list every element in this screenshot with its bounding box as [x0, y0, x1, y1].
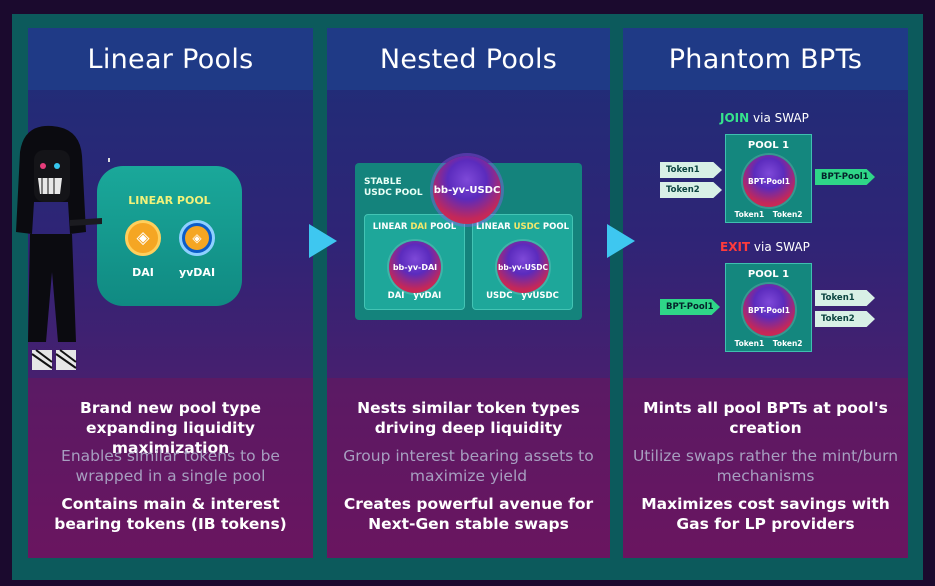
join-token1-tag: Token1 — [660, 162, 722, 178]
dai-pool-title-hl: DAI — [410, 222, 428, 232]
linear-pools-title: Linear Pools — [28, 28, 313, 90]
stable-label-line1: STABLE — [364, 177, 402, 187]
phantom-bpts-title: Phantom BPTs — [623, 28, 908, 90]
usdc-pool-title-pre: LINEAR — [476, 222, 514, 232]
nested-text-3: Creates powerful avenue for Next-Gen sta… — [343, 495, 594, 533]
nested-pools-lower — [327, 378, 610, 558]
join-via: via SWAP — [749, 111, 809, 125]
exit-via: via SWAP — [750, 240, 810, 254]
dai-pool-tokens: DAI yvDAI — [387, 291, 442, 301]
join-bpt-ball: BPT-Pool1 — [743, 155, 795, 207]
linear-dai-pool-title: LINEAR DAI POOL — [365, 222, 464, 232]
bb-yv-usdc-ball: bb-yv-USDC — [433, 156, 501, 224]
linear-dai-pool: LINEAR DAI POOL bb-yv-DAI DAI yvDAI — [364, 214, 465, 310]
linear-text-1: Brand new pool type expanding liquidity … — [80, 399, 261, 457]
exit-pool1-tokens: Token1 Token2 — [734, 339, 803, 348]
linear-pool-title: LINEAR POOL — [128, 194, 211, 207]
linear-usdc-pool: LINEAR USDC POOL bb-yv-USDC USDC yvUSDC — [472, 214, 573, 310]
linear-text-2: Enables similar tokens to be wrapped in … — [61, 447, 280, 485]
linear-text-3: Contains main & interest bearing tokens … — [54, 495, 287, 533]
play-arrow-icon — [607, 224, 635, 258]
linear-usdc-pool-title: LINEAR USDC POOL — [473, 222, 572, 232]
linear-pools-lower — [28, 378, 313, 558]
usdc-pool-title-post: POOL — [539, 222, 569, 232]
nested-text-2: Group interest bearing assets to maximiz… — [343, 447, 594, 485]
stable-pool-label: STABLE USDC POOL — [364, 177, 423, 199]
exit-token2-tag: Token2 — [815, 311, 875, 327]
stable-label-line2: USDC POOL — [364, 188, 423, 198]
usdc-pool-title-hl: USDC — [513, 222, 540, 232]
dai-pool-title-pre: LINEAR — [372, 222, 411, 232]
exit-token1-tag: Token1 — [815, 290, 875, 306]
dai-label: DAI — [132, 266, 154, 279]
phantom-bpts-lower — [623, 378, 908, 558]
join-pool1-tokens: Token1 Token2 — [734, 210, 803, 219]
bb-yv-usdc-small-ball: bb-yv-USDC — [497, 241, 549, 293]
phantom-text-3: Maximizes cost savings with Gas for LP p… — [641, 495, 890, 533]
exit-bpt-input-tag: BPT-Pool1 — [660, 299, 720, 315]
yvdai-label: yvDAI — [178, 266, 216, 279]
nested-text-1: Nests similar token types driving deep l… — [357, 399, 580, 437]
exit-via-swap-label: EXIT via SWAP — [720, 240, 810, 254]
exit-pool1-title: POOL 1 — [747, 269, 790, 280]
usdc-pool-tokens: USDC yvUSDC — [486, 291, 559, 301]
join-pool1: POOL 1 BPT-Pool1 Token1 Token2 — [725, 134, 812, 223]
skeleton-character-icon — [16, 125, 110, 370]
stable-usdc-pool-box: STABLE USDC POOL LINEAR DAI POOL bb-yv-D… — [355, 163, 582, 320]
linear-pool-box: LINEAR POOL ◈ ◈ DAI yvDAI — [97, 166, 242, 306]
join-token2-tag: Token2 — [660, 182, 722, 198]
join-word: JOIN — [720, 111, 750, 125]
bb-yv-dai-ball: bb-yv-DAI — [389, 241, 441, 293]
join-via-swap-label: JOIN via SWAP — [720, 111, 809, 125]
dai-pool-title-post: POOL — [427, 222, 457, 232]
phantom-text-1: Mints all pool BPTs at pool's creation — [643, 399, 888, 437]
phantom-text-2: Utilize swaps rather the mint/burn mecha… — [632, 447, 899, 485]
dai-coin-icon: ◈ — [125, 220, 161, 256]
nested-pools-title: Nested Pools — [327, 28, 610, 90]
join-pool1-title: POOL 1 — [747, 140, 790, 151]
exit-pool1: POOL 1 BPT-Pool1 Token1 Token2 — [725, 263, 812, 352]
exit-bpt-ball: BPT-Pool1 — [743, 284, 795, 336]
yvdai-coin-icon: ◈ — [179, 220, 215, 256]
exit-word: EXIT — [720, 240, 751, 254]
play-arrow-icon — [309, 224, 337, 258]
join-bpt-output-tag: BPT-Pool1 — [815, 169, 875, 185]
